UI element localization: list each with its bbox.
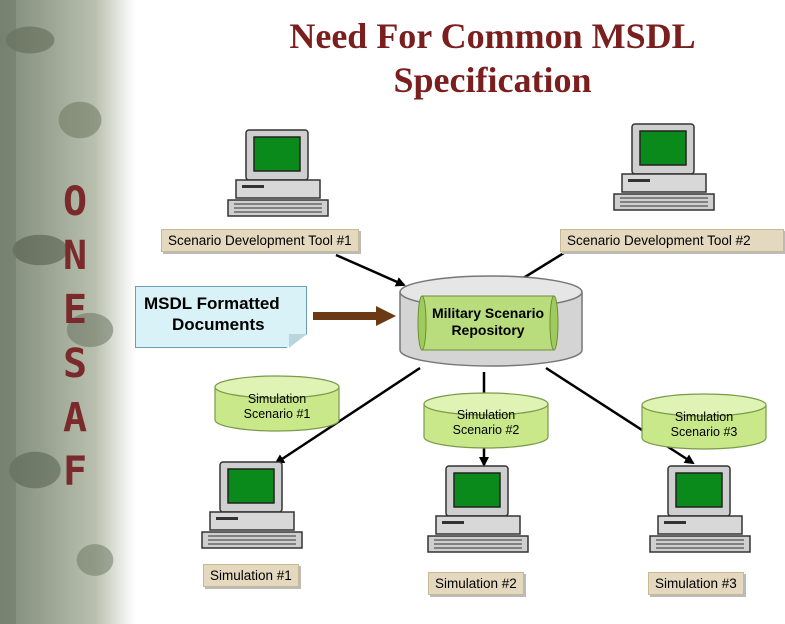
title-line-1: Need For Common MSDL — [289, 16, 696, 56]
scenario2-label: Simulation Scenario #2 — [434, 408, 538, 438]
logo-letter: A — [62, 395, 88, 441]
logo-letter: S — [62, 341, 88, 387]
simulation1-label: Simulation #1 — [203, 564, 299, 587]
arrow-docs-head — [376, 306, 396, 326]
scenario-cylinder-3 — [641, 393, 767, 450]
doc-line-2: Documents — [172, 315, 265, 334]
logo-letter: N — [62, 233, 88, 279]
repository-cylinder — [399, 275, 583, 367]
scenario3-line-1: Simulation — [674, 410, 734, 424]
sidebar-camo-banner: O N E S A F — [0, 0, 135, 624]
doc-line-1: MSDL Formatted — [144, 294, 280, 313]
computer-icon-tool2 — [613, 123, 715, 211]
repository-line-1: Military Scenario — [431, 305, 545, 321]
scenario1-label: Simulation Scenario #1 — [225, 392, 329, 422]
computer-icon-tool1 — [227, 129, 329, 217]
scenario3-line-2: Scenario #3 — [670, 425, 738, 439]
tool1-label: Scenario Development Tool #1 — [161, 229, 359, 252]
logo-letter: F — [62, 449, 88, 495]
logo-letter: E — [62, 287, 88, 333]
scenario1-line-2: Scenario #1 — [243, 407, 311, 421]
msdl-documents-note: MSDL Formatted Documents — [135, 286, 307, 348]
slide-title: Need For Common MSDL Specification — [200, 14, 785, 102]
sidebar-stripe — [0, 0, 16, 624]
arrow-tool1-to-repository — [335, 253, 406, 287]
simulation2-label: Simulation #2 — [428, 572, 524, 595]
logo-letter: O — [62, 179, 88, 225]
computer-icon-sim3 — [649, 465, 751, 553]
scenario-cylinder-1 — [214, 375, 340, 432]
repository-label: Military Scenario Repository — [424, 305, 552, 339]
scenario2-line-2: Scenario #2 — [452, 423, 520, 437]
scenario2-line-1: Simulation — [456, 408, 516, 422]
repository-line-2: Repository — [451, 322, 525, 338]
title-line-2: Specification — [393, 60, 592, 100]
computer-icon-sim1 — [201, 461, 303, 549]
scenario3-label: Simulation Scenario #3 — [652, 410, 756, 440]
scenario-cylinder-2 — [423, 392, 549, 449]
arrow-repository-to-sim1 — [274, 366, 421, 465]
onesaf-vertical-logo: O N E S A F — [55, 175, 95, 499]
computer-icon-sim2 — [427, 465, 529, 553]
tool2-label: Scenario Development Tool #2 — [560, 229, 784, 252]
camo-pattern — [0, 0, 135, 624]
simulation3-label: Simulation #3 — [648, 572, 744, 595]
scenario1-line-1: Simulation — [247, 392, 307, 406]
